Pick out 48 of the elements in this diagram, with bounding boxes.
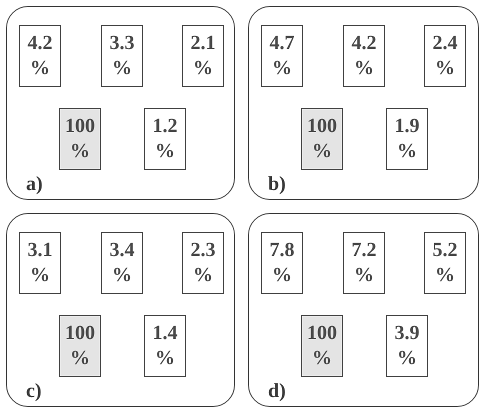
percentage-value: 4.2 % [26,31,54,81]
percentage-value: 2.4 % [432,31,458,81]
value-box [182,232,224,294]
value-box [386,108,428,170]
percentage-value: 4.7 % [268,31,296,81]
value-box [19,25,61,87]
rounded-panel [6,213,235,407]
shaded-value-box [59,108,101,170]
value-box [144,108,186,170]
value-box [182,25,224,87]
percentage-value: 7.2 % [350,238,378,288]
value-box [261,232,303,294]
value-box [424,232,466,294]
panel-label: c) [26,380,42,402]
value-box [101,25,143,87]
rounded-panel [6,6,235,200]
percentage-value: 100 % [306,114,338,164]
percentage-value: 1.9 % [394,114,420,164]
percentage-value: 1.2 % [152,114,178,164]
percentage-value: 3.9 % [394,321,420,371]
percentage-value: 100 % [64,321,96,371]
percentage-value: 2.3 % [190,238,216,288]
value-box [343,232,385,294]
percentage-value: 3.1 % [26,238,54,288]
shaded-value-box [301,108,343,170]
percentage-value: 3.4 % [108,238,136,288]
shaded-value-box [301,315,343,377]
value-box [101,232,143,294]
percentage-value: 100 % [64,114,96,164]
value-box [19,232,61,294]
value-box [144,315,186,377]
panel-label: a) [26,173,43,195]
percentage-value: 4.2 % [350,31,378,81]
shaded-value-box [59,315,101,377]
percentage-value: 3.3 % [108,31,136,81]
panel-label: d) [268,380,286,402]
percentage-value: 1.4 % [152,321,178,371]
value-box [386,315,428,377]
percentage-value: 5.2 % [432,238,458,288]
rounded-panel [248,213,479,407]
percentage-value: 2.1 % [190,31,216,81]
percentage-value: 7.8 % [268,238,296,288]
value-box [424,25,466,87]
value-box [261,25,303,87]
panel-label: b) [268,173,286,195]
percentage-value: 100 % [306,321,338,371]
rounded-panel [248,6,479,200]
value-box [343,25,385,87]
